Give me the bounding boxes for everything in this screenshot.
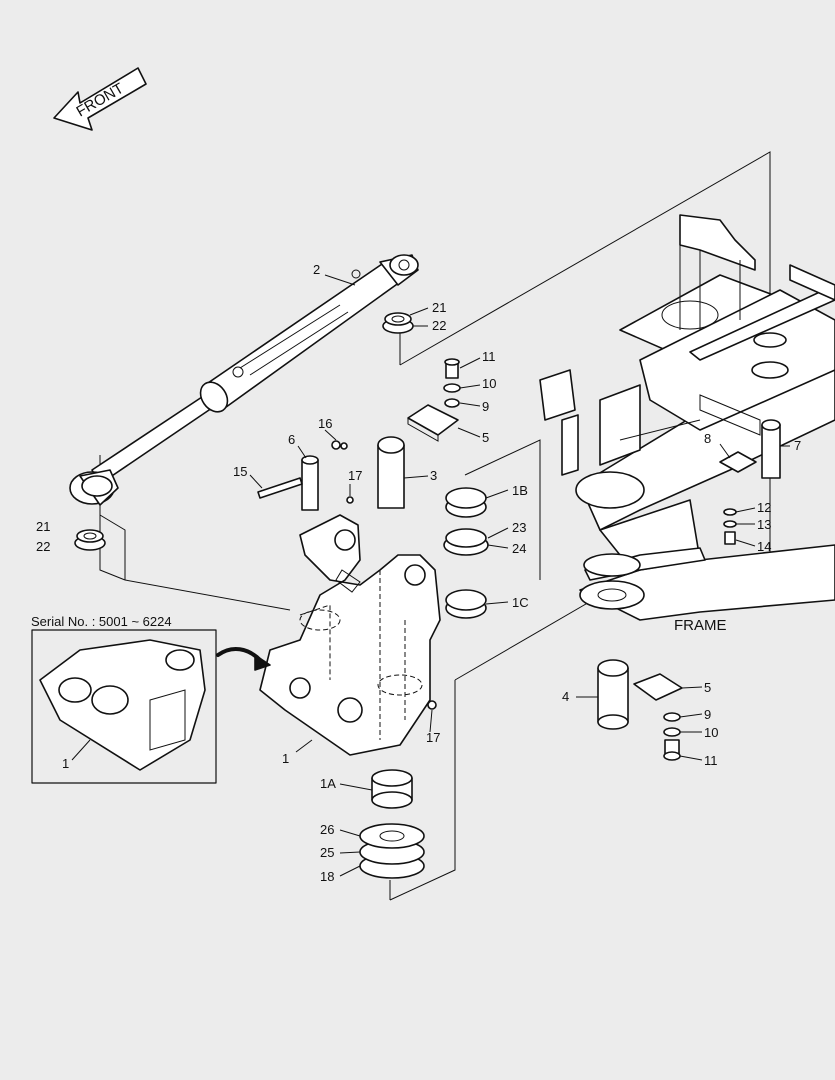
callout-23: 23 xyxy=(512,520,526,535)
callout-26: 26 xyxy=(320,822,334,837)
callout-14: 14 xyxy=(757,539,771,554)
callout-22-lower: 22 xyxy=(36,539,50,554)
callout-21-lower: 21 xyxy=(36,519,50,534)
callout-9-lower: 9 xyxy=(704,707,711,722)
callout-13: 13 xyxy=(757,517,771,532)
callout-7: 7 xyxy=(794,438,801,453)
serial-inset xyxy=(31,629,271,784)
callout-24: 24 xyxy=(512,541,526,556)
callout-5-lower: 5 xyxy=(704,680,711,695)
callout-5-upper: 5 xyxy=(482,430,489,445)
callout-4: 4 xyxy=(562,689,569,704)
callout-15: 15 xyxy=(233,464,247,479)
callout-11-lower: 11 xyxy=(704,753,718,768)
swing-cylinder xyxy=(69,254,419,506)
callout-1-inset: 1 xyxy=(62,756,69,771)
machine-frame xyxy=(539,214,835,621)
bushing-stack-bottom xyxy=(359,769,425,879)
callout-8: 8 xyxy=(704,431,711,446)
pin-4-assembly xyxy=(597,659,683,761)
callout-1: 1 xyxy=(282,751,289,766)
callout-21-upper: 21 xyxy=(432,300,446,315)
callout-3: 3 xyxy=(430,468,437,483)
callout-6: 6 xyxy=(288,432,295,447)
serial-label: Serial No. : 5001 ~ 6224 xyxy=(31,614,172,629)
pin-3 xyxy=(377,436,405,509)
callout-1A: 1A xyxy=(320,776,336,791)
front-arrow: FRONT xyxy=(53,67,147,131)
callout-labels: 2 21 22 11 10 9 5 6 16 15 17 3 1B 23 24 … xyxy=(31,262,801,884)
washer-21-22-lower xyxy=(74,529,106,551)
callout-1B: 1B xyxy=(512,483,528,498)
callout-1C: 1C xyxy=(512,595,529,610)
callout-12: 12 xyxy=(757,500,771,515)
bushing-stack-right xyxy=(443,487,489,619)
washer-21-22-upper xyxy=(382,312,414,334)
callout-10-lower: 10 xyxy=(704,725,718,740)
callout-25: 25 xyxy=(320,845,334,860)
callout-17-upper: 17 xyxy=(348,468,362,483)
swing-bracket xyxy=(259,496,441,756)
callout-2: 2 xyxy=(313,262,320,277)
leader-lines xyxy=(71,274,790,877)
callout-10-upper: 10 xyxy=(482,376,496,391)
callout-18: 18 xyxy=(320,869,334,884)
callout-16: 16 xyxy=(318,416,332,431)
frame-label: FRAME xyxy=(674,617,727,634)
bolt-plate-assembly-upper xyxy=(407,358,461,442)
callout-17-lower: 17 xyxy=(426,730,440,745)
callout-11-upper: 11 xyxy=(482,349,496,364)
callout-9-upper: 9 xyxy=(482,399,489,414)
callout-22-upper: 22 xyxy=(432,318,446,333)
pin-6-assembly xyxy=(257,440,348,511)
